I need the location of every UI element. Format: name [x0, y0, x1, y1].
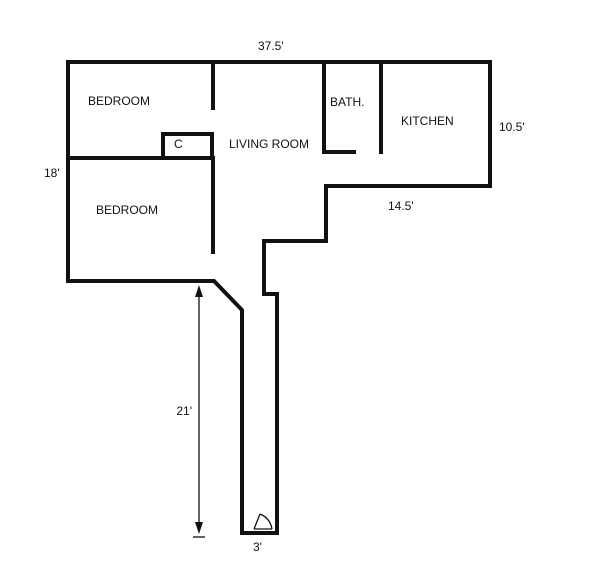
- hallway-width-dimension: 3': [253, 540, 262, 554]
- living-room-label: LIVING ROOM: [229, 137, 309, 151]
- closet-label: C: [174, 137, 183, 151]
- hallway-length-dimension-line: [193, 285, 205, 538]
- left-depth-dimension: 18': [44, 166, 60, 180]
- outer-wall: [66, 60, 492, 535]
- bath-label: BATH.: [330, 95, 364, 109]
- total-width-dimension: 37.5': [258, 39, 284, 53]
- hallway-length-dimension: 21': [176, 404, 192, 418]
- entry-door-icon: [253, 513, 273, 530]
- bedroom-bottom-label: BEDROOM: [96, 203, 158, 217]
- kitchen-width-dimension: 14.5': [388, 199, 414, 213]
- kitchen-depth-dimension: 10.5': [499, 120, 525, 134]
- bedroom-top-label: BEDROOM: [88, 94, 150, 108]
- kitchen-label: KITCHEN: [401, 114, 454, 128]
